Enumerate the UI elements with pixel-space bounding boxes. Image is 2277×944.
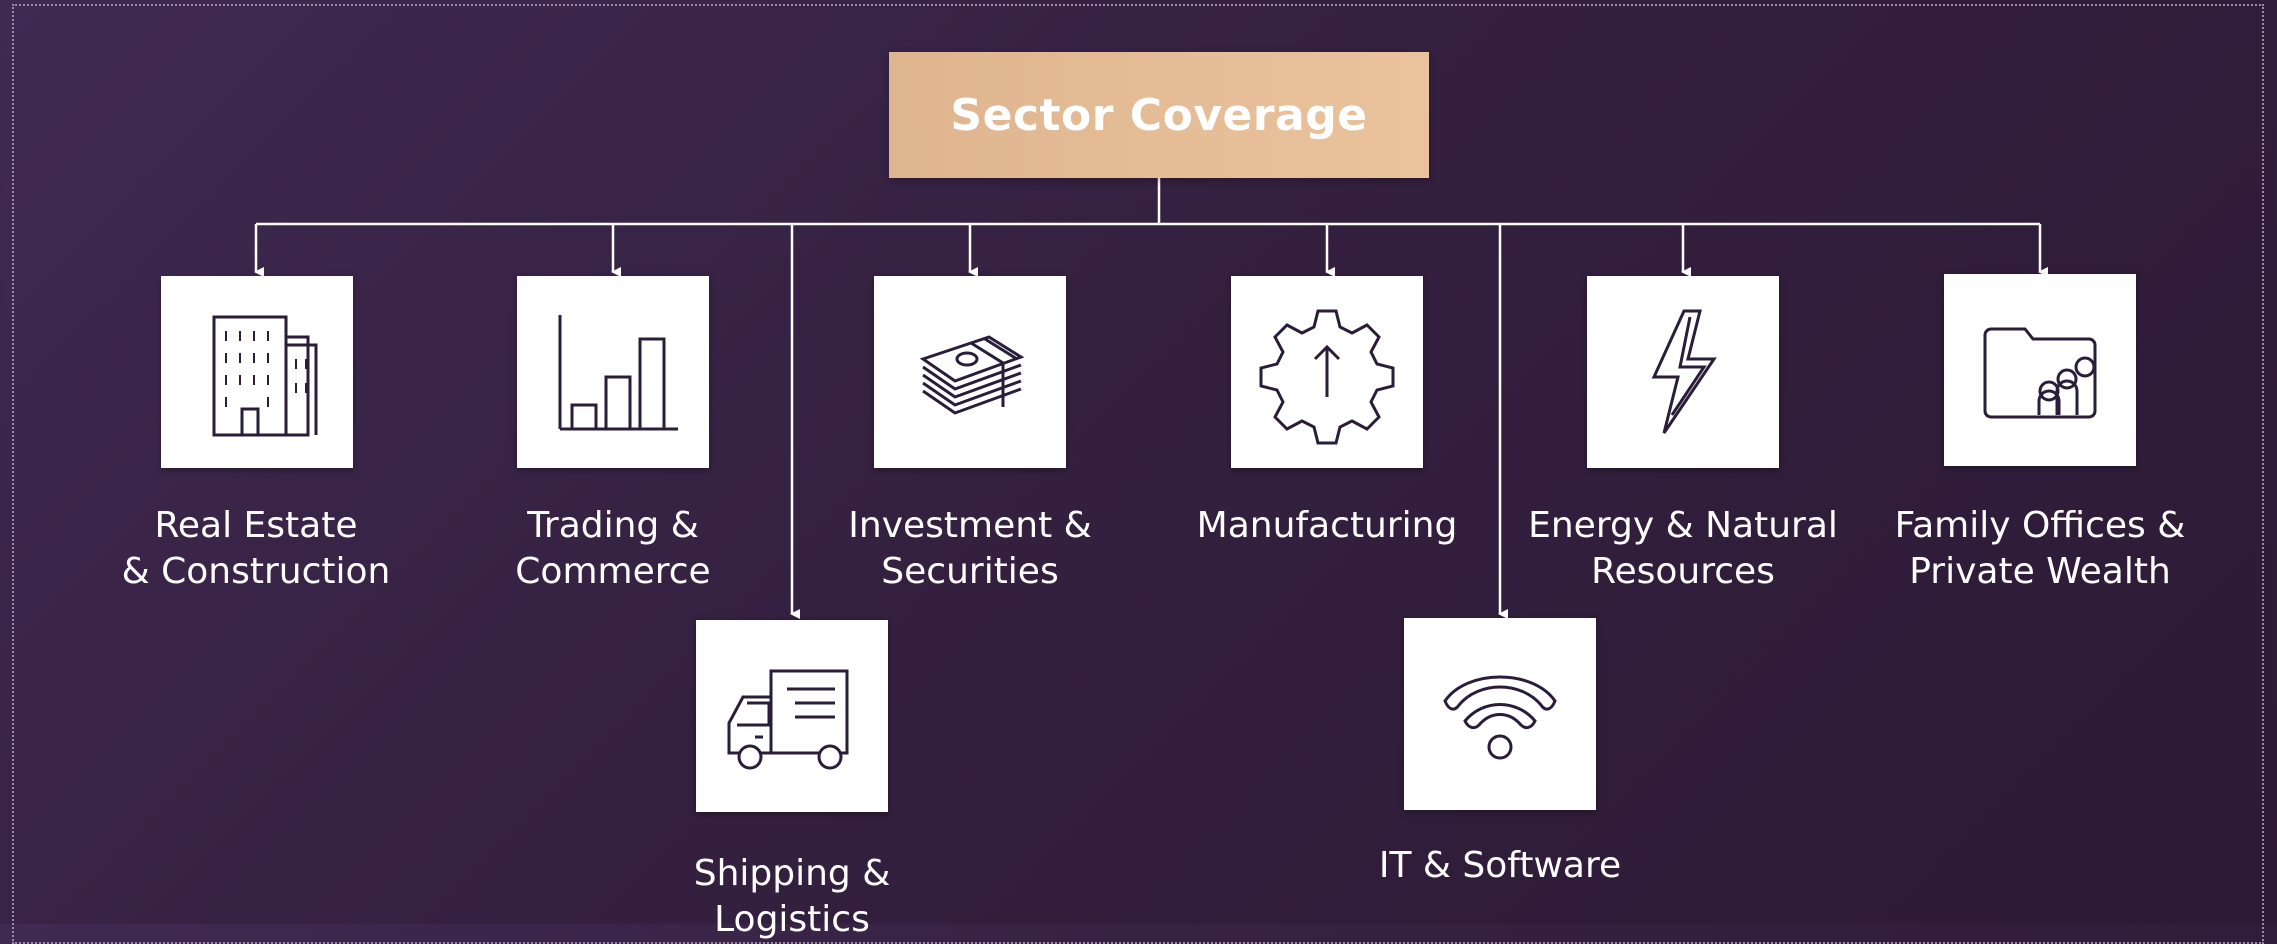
sector-label-investment: Investment & Securities [800,503,1140,595]
sector-label-energy: Energy & Natural Resources [1513,503,1853,595]
title-box: Sector Coverage [889,52,1429,178]
sector-label-family-offices: Family Offices & Private Wealth [1870,503,2210,595]
building-icon [212,315,318,437]
sector-label-line2: & Construction [121,551,391,592]
sector-label-trading: Trading & Commerce [443,503,783,595]
sector-label-line2: Commerce [515,551,711,592]
sector-label-line1: Family Offices & [1894,505,2186,546]
sector-label-line2: Private Wealth [1909,551,2171,592]
sector-label-line1: IT & Software [1378,845,1622,886]
diagram-title: Sector Coverage [950,89,1368,141]
gear-icon [1259,309,1395,445]
sector-label-line1: Shipping & Logistics [693,853,891,940]
sector-card-shipping [696,620,888,812]
sector-card-energy [1587,276,1779,468]
bar-chart-icon [558,315,678,431]
wifi-icon [1443,675,1557,760]
sector-label-line2: Resources [1591,551,1775,592]
sector-label-line1: Energy & Natural [1528,505,1838,546]
wallet-people-icon [1983,327,2097,419]
sector-card-investment [874,276,1066,468]
sector-label-line1: Real Estate [154,505,358,546]
sector-label-line1: Trading & [527,505,699,546]
sector-label-line1: Manufacturing [1196,505,1458,546]
truck-icon [727,669,849,770]
sector-card-trading [517,276,709,468]
sector-card-real-estate [161,276,353,468]
sector-label-manufacturing: Manufacturing [1157,503,1497,549]
sector-label-line1: Investment & [848,505,1092,546]
sector-card-manufacturing [1231,276,1423,468]
sector-card-it [1404,618,1596,810]
connector-lines [254,267,2048,619]
sector-card-family-offices [1944,274,2136,466]
money-stack-icon [919,335,1025,415]
sector-label-it: IT & Software [1330,843,1670,889]
sector-label-real-estate: Real Estate & Construction [86,503,426,595]
sector-label-shipping: Shipping & Logistics [622,851,962,943]
sector-label-line2: Securities [881,551,1059,592]
lightning-icon [1651,309,1717,434]
